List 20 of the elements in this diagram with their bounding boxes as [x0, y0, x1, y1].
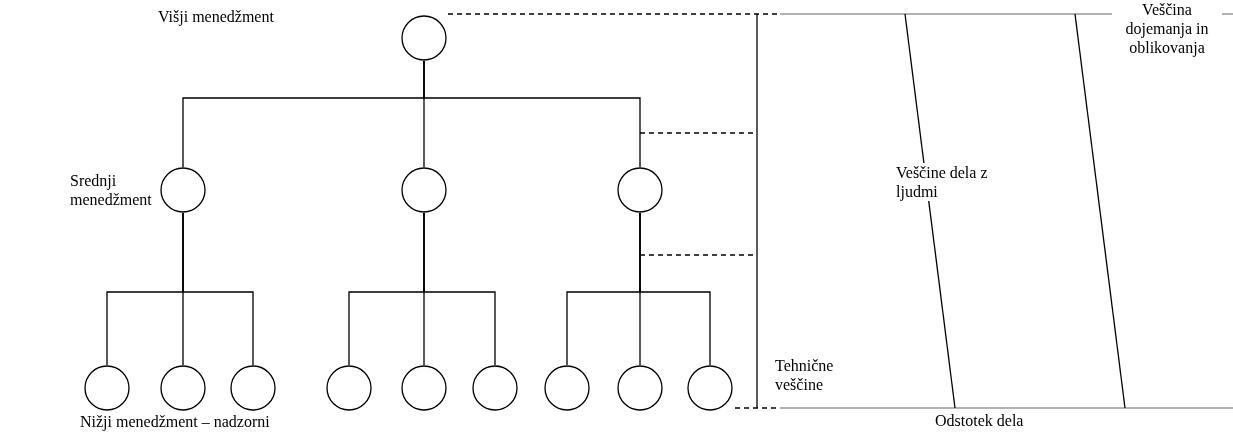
area-label: Veščina dojemanja in oblikovanja	[1112, 0, 1222, 57]
circle-node	[617, 167, 663, 213]
circle-node	[84, 365, 130, 411]
circle-node	[617, 365, 663, 411]
circle-node	[326, 365, 372, 411]
level-label: Nižji menedžment – nadzorni	[80, 412, 270, 431]
circle-node	[687, 365, 733, 411]
circle-node	[230, 365, 276, 411]
circle-node	[472, 365, 518, 411]
circle-node	[401, 365, 447, 411]
circle-node	[160, 167, 206, 213]
circle-node	[160, 365, 206, 411]
connector-line	[423, 212, 496, 366]
connector-line	[639, 212, 711, 366]
circle-node	[544, 365, 590, 411]
circle-node	[401, 167, 447, 213]
connector-line	[423, 60, 641, 168]
connector-line	[182, 212, 254, 366]
circle-node	[401, 15, 447, 61]
level-label: Višji menedžment	[158, 7, 274, 26]
